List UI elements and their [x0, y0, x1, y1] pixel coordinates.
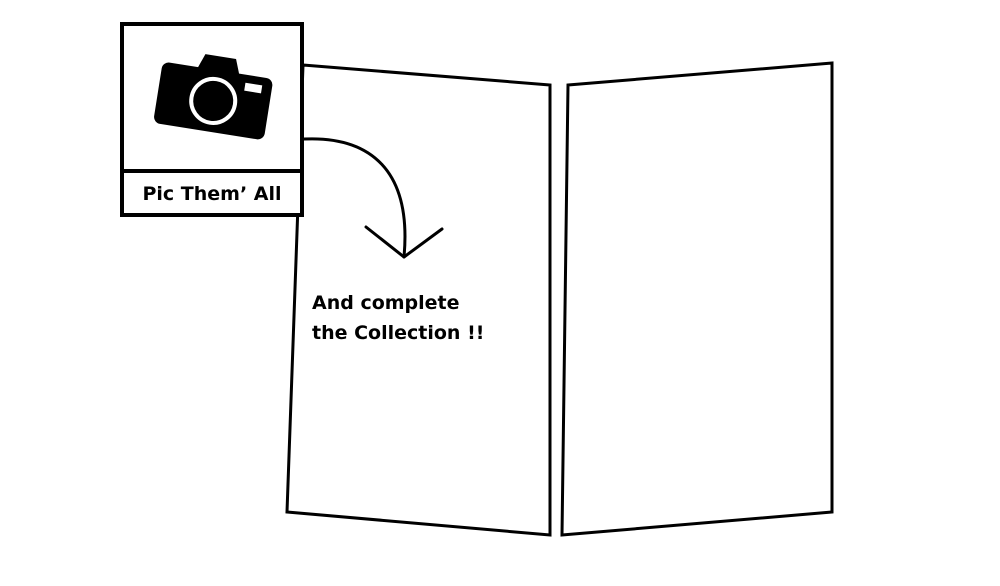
- photo-card-label: Pic Them’ All: [142, 183, 281, 205]
- collection-caption-line-1: And complete: [312, 292, 460, 314]
- curved-arrow: [302, 137, 444, 259]
- photo-card: Pic Them’ All: [120, 22, 304, 217]
- album-left-page: [285, 63, 552, 537]
- album-right-page: [560, 61, 834, 537]
- collection-caption-line-2: the Collection !!: [312, 322, 484, 344]
- camera-icon: [154, 54, 273, 140]
